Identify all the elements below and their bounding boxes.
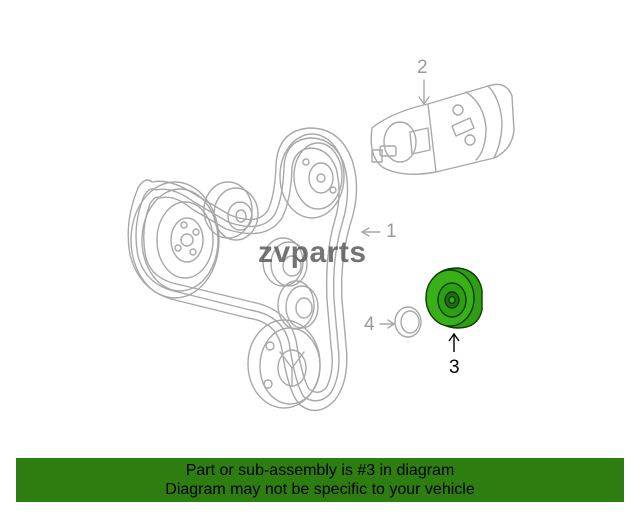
callout-1: 1 — [386, 221, 397, 242]
belt-drive-illustration — [127, 79, 515, 412]
water-pump-pulley — [247, 319, 321, 409]
drive-belt — [127, 127, 358, 412]
parts-diagram: 1 2 3 4 — [127, 57, 515, 412]
info-banner: Part or sub-assembly is #3 in diagram Di… — [16, 458, 624, 502]
seal-cap — [394, 306, 422, 338]
power-steering-pump — [370, 83, 515, 175]
banner-line-part-number: Part or sub-assembly is #3 in diagram — [185, 462, 455, 479]
brand-watermark: zvparts — [258, 236, 367, 269]
tensioner-pulley — [262, 237, 308, 287]
callout-3: 3 — [449, 357, 460, 378]
idler-pulley-upper — [203, 181, 259, 241]
steering-pump-pulley — [279, 133, 345, 219]
leader-lines — [361, 79, 430, 329]
highlighted-idler-pulley — [425, 267, 483, 329]
callout-2: 2 — [417, 57, 428, 78]
crankshaft-pulley — [130, 181, 220, 299]
idler-pulley-lower — [277, 280, 319, 330]
callout-4: 4 — [364, 314, 375, 335]
banner-line-disclaimer: Diagram may not be specific to your vehi… — [165, 481, 475, 498]
callout-3-leader — [448, 332, 460, 352]
